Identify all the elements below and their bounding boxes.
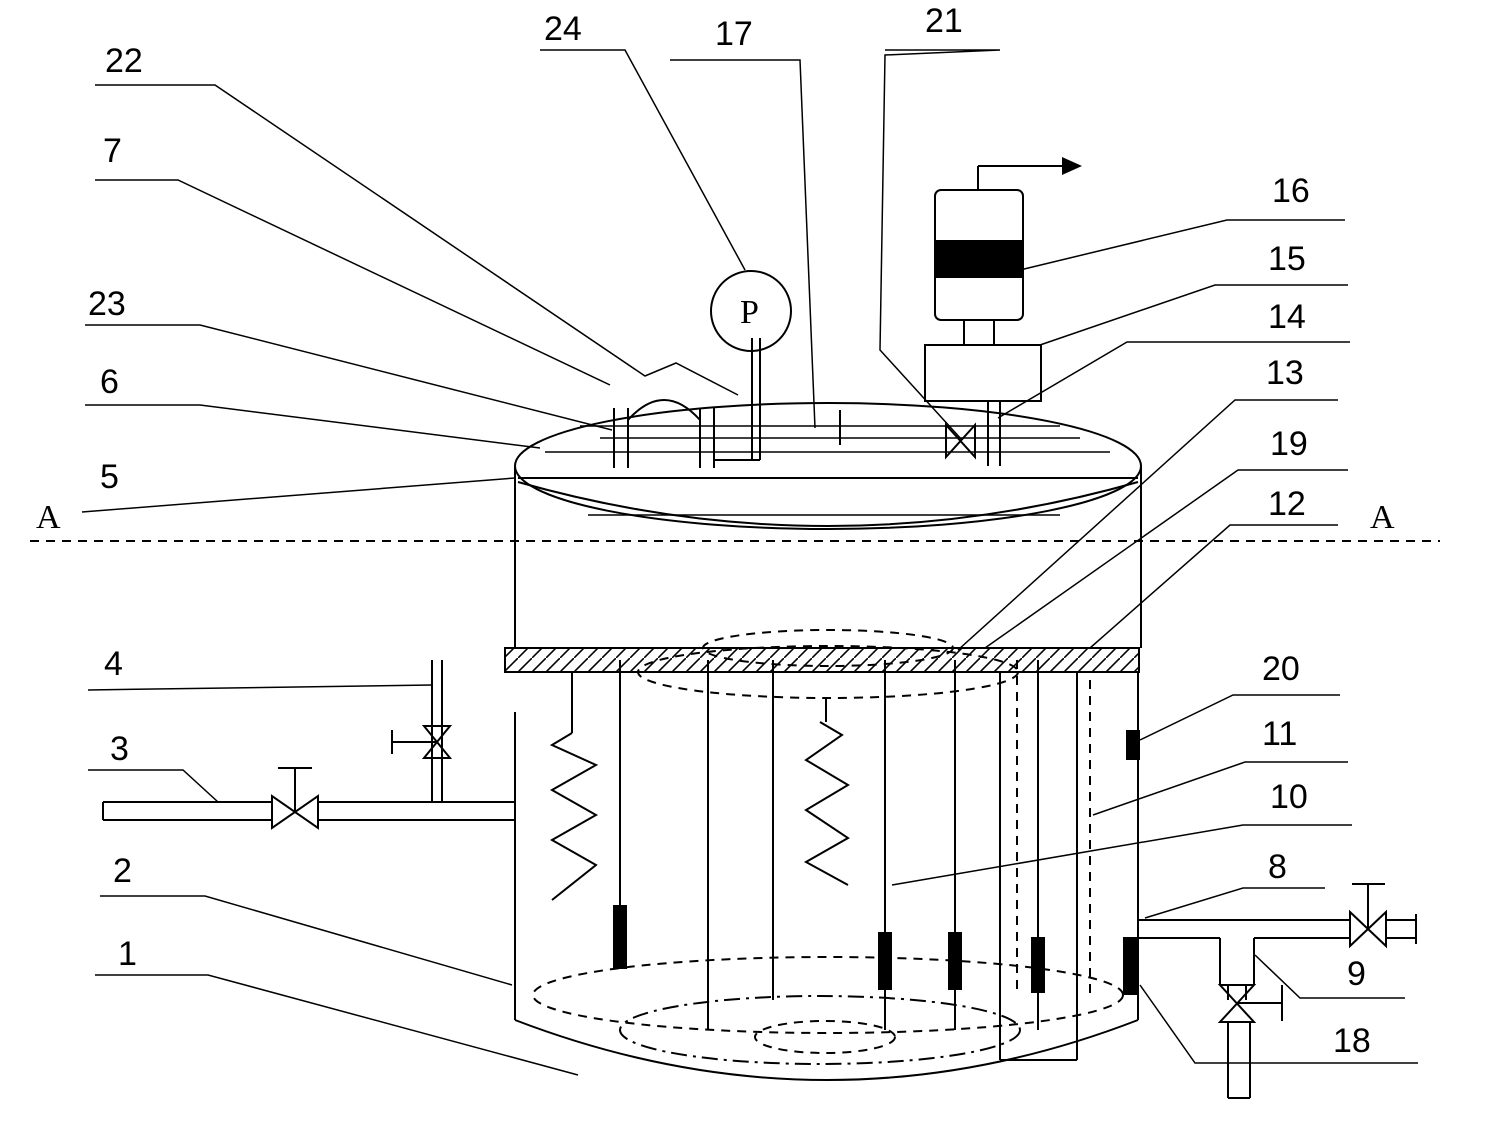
label-6: 6 [100,363,119,401]
label-10: 10 [1270,778,1308,816]
rod-5 [948,660,962,1030]
lower-vessel [514,672,1139,1081]
label-12: 12 [1268,485,1306,523]
label-14: 14 [1268,298,1306,336]
rod-4 [878,660,892,1030]
pressure-gauge: P [710,270,792,352]
label-15: 15 [1268,240,1306,278]
label-3: 3 [110,730,129,768]
label-4: 4 [104,645,123,683]
number-labels: 24 17 21 22 7 16 15 14 13 23 6 19 5 12 4… [88,2,1371,1060]
label-22: 22 [105,42,143,80]
pressure-gauge-symbol: P [740,294,759,331]
drive-assembly [924,157,1082,402]
sensor-20 [1126,730,1140,760]
section-label-left: A [36,499,61,536]
label-13: 13 [1266,354,1304,392]
label-18: 18 [1333,1022,1371,1060]
section-label-right: A [1370,499,1395,536]
inlet-pipe-3 [102,767,515,830]
coil-heater-left [549,672,599,901]
side-tube-11 [999,660,1091,1061]
label-24: 24 [544,10,582,48]
lid-fittings [613,338,1001,468]
label-1: 1 [118,935,137,973]
rod-1 [613,660,627,969]
label-19: 19 [1270,425,1308,463]
label-20: 20 [1262,650,1300,688]
label-7: 7 [103,132,122,170]
vent-pipe-4 [391,660,453,802]
label-8: 8 [1268,848,1287,886]
label-16: 16 [1272,172,1310,210]
hatched-plate [504,647,1140,673]
label-9: 9 [1347,955,1366,993]
outlet-pipe-8 [1138,883,1417,1099]
rod-6 [1031,660,1045,1030]
label-17: 17 [715,15,753,53]
label-21: 21 [925,2,963,40]
label-23: 23 [88,285,126,323]
inner-basket [532,629,1124,1065]
sensor-18 [1123,937,1138,995]
label-11: 11 [1262,715,1297,753]
label-5: 5 [100,458,119,496]
upper-vessel [514,402,1142,648]
leader-lines [81,49,1418,1076]
label-2: 2 [113,852,132,890]
coil-heater-13 [803,698,850,886]
